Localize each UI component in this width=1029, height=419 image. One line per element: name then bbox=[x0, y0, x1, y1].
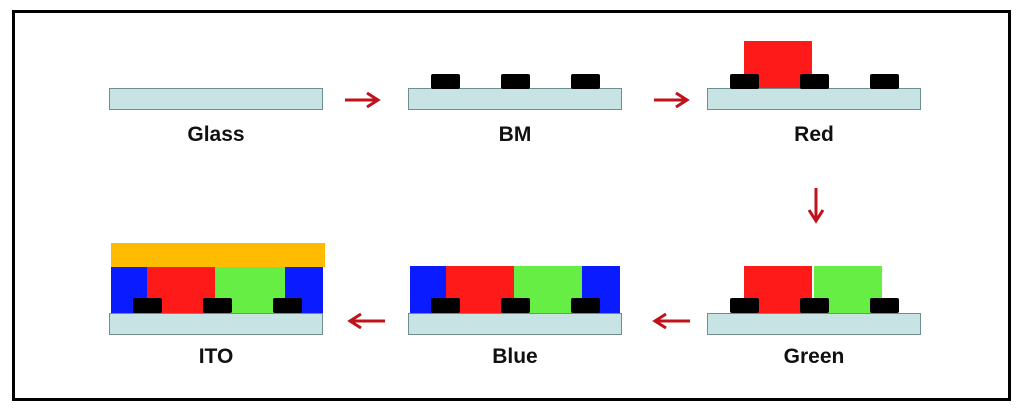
arrow-left-icon bbox=[347, 312, 385, 330]
black-matrix-segment bbox=[571, 298, 600, 313]
step-label: BM bbox=[498, 123, 532, 146]
black-matrix-segment bbox=[431, 298, 460, 313]
black-matrix-segment bbox=[431, 74, 460, 89]
arrow-right-icon bbox=[654, 91, 690, 109]
black-matrix-segment bbox=[501, 74, 530, 89]
black-matrix-segment bbox=[800, 298, 829, 313]
black-matrix-segment bbox=[571, 74, 600, 89]
black-matrix-segment bbox=[133, 298, 162, 313]
glass-substrate bbox=[707, 88, 921, 110]
black-matrix-segment bbox=[501, 298, 530, 313]
glass-substrate bbox=[109, 88, 323, 110]
arrow-right-icon bbox=[345, 91, 381, 109]
black-matrix-segment bbox=[730, 74, 759, 89]
black-matrix-segment bbox=[203, 298, 232, 313]
glass-substrate bbox=[707, 313, 921, 335]
arrow-left-icon bbox=[652, 312, 690, 330]
diagram-frame bbox=[12, 10, 1011, 401]
step-label: Red bbox=[794, 123, 834, 146]
glass-substrate bbox=[109, 313, 323, 335]
black-matrix-segment bbox=[870, 298, 899, 313]
black-matrix-segment bbox=[870, 74, 899, 89]
glass-substrate bbox=[408, 313, 622, 335]
step-label: Green bbox=[783, 345, 845, 368]
step-label: Glass bbox=[187, 123, 245, 146]
black-matrix-segment bbox=[800, 74, 829, 89]
step-label: ITO bbox=[198, 345, 234, 368]
arrow-down-icon bbox=[807, 188, 825, 224]
glass-substrate bbox=[408, 88, 622, 110]
black-matrix-segment bbox=[730, 298, 759, 313]
step-label: Blue bbox=[492, 345, 538, 368]
black-matrix-segment bbox=[273, 298, 302, 313]
ito-layer bbox=[111, 243, 325, 267]
